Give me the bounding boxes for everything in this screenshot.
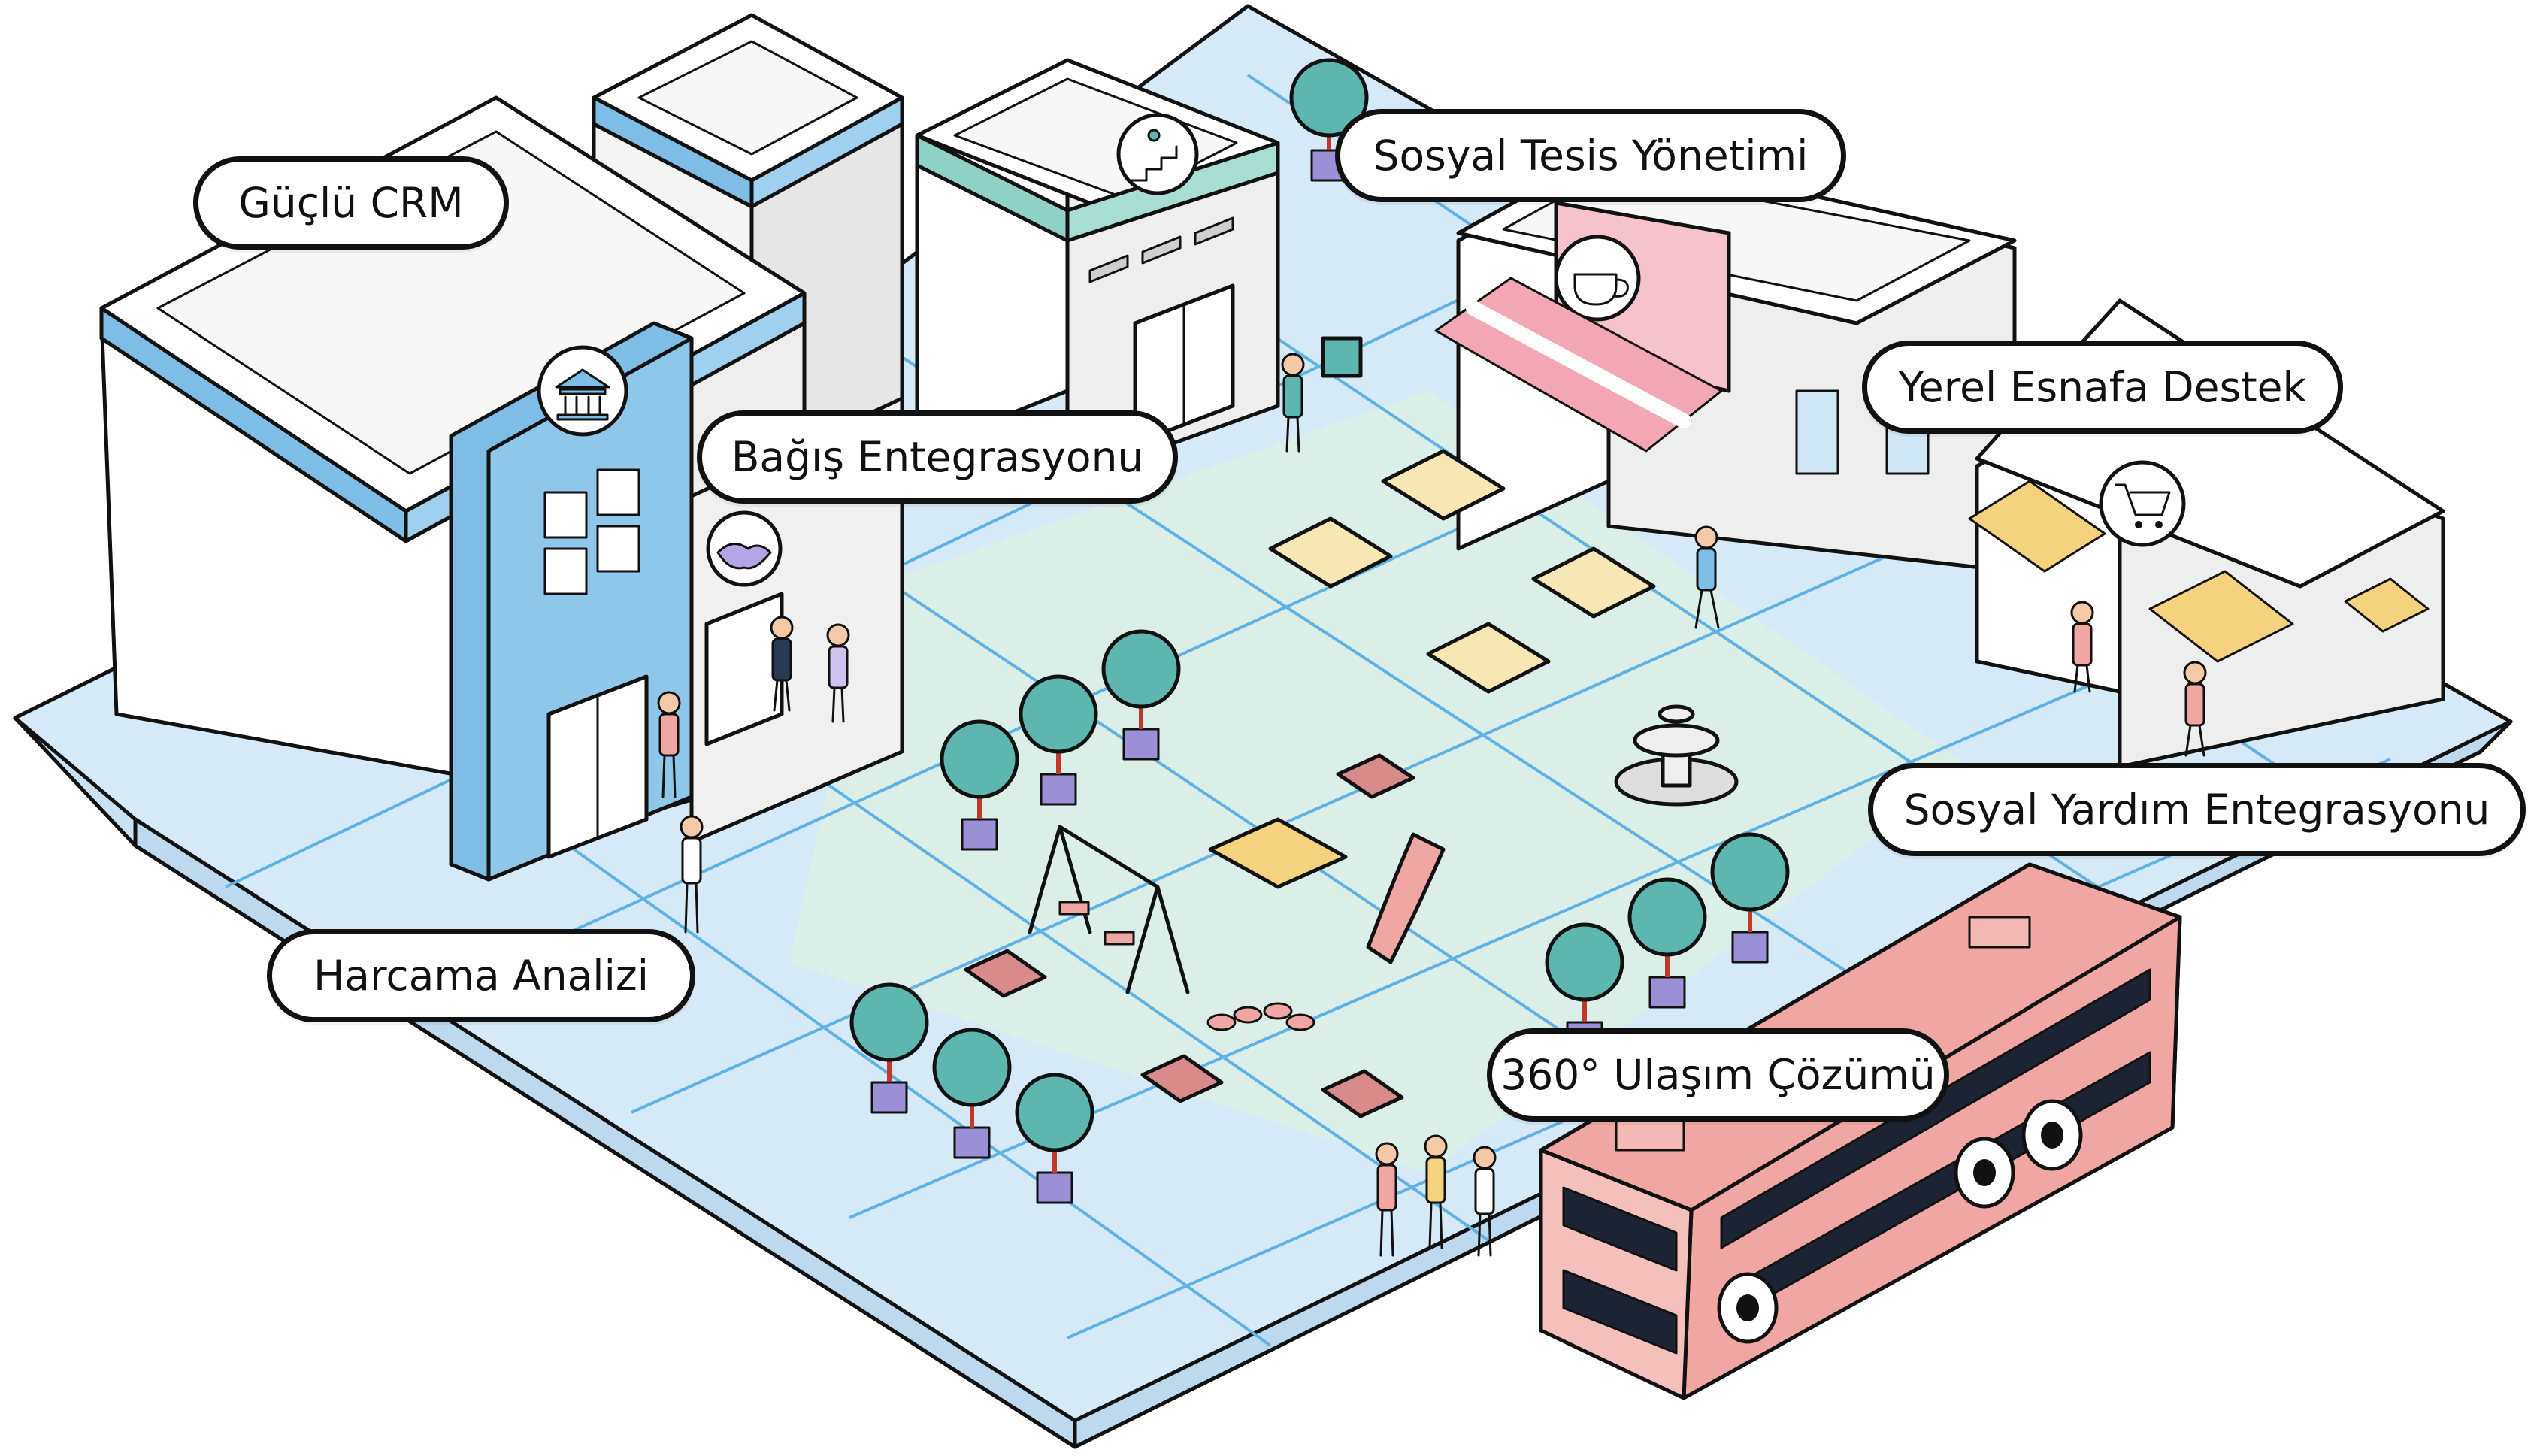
playground	[1028, 817, 1446, 1031]
callout-donation-integration[interactable]: Bağış Entegrasyonu	[697, 410, 1178, 504]
tree	[1710, 832, 1790, 964]
person	[1694, 525, 1720, 629]
tree	[849, 982, 929, 1114]
callout-spending-analysis[interactable]: Harcama Analizi	[267, 929, 695, 1022]
shopping-cart-icon	[2099, 460, 2186, 547]
person	[1424, 1134, 1448, 1249]
tree	[932, 1028, 1012, 1159]
person	[2183, 661, 2207, 757]
person	[680, 815, 704, 934]
person	[1473, 1146, 1497, 1257]
callout-local-business-support[interactable]: Yerel Esnafa Destek	[1862, 341, 2343, 434]
person	[1281, 353, 1305, 453]
person	[1375, 1142, 1399, 1257]
sports-facility-building	[915, 58, 1363, 483]
benches	[964, 753, 1415, 1118]
person	[826, 623, 850, 723]
fountain	[1614, 704, 1739, 807]
people	[657, 353, 2207, 1257]
person	[2070, 601, 2094, 693]
callout-transport-solution[interactable]: 360° Ulaşım Çözümü	[1487, 1028, 1949, 1122]
cafe-tables	[1268, 449, 1656, 694]
stairs-climber-icon	[1116, 113, 1199, 195]
callout-crm[interactable]: Güçlü CRM	[193, 156, 509, 250]
person	[770, 616, 794, 712]
tree	[1627, 877, 1707, 1009]
tree	[1101, 629, 1181, 761]
tree	[1019, 674, 1098, 806]
tree	[1015, 1073, 1094, 1204]
callout-facility-management[interactable]: Sosyal Tesis Yönetimi	[1335, 109, 1846, 202]
tree	[940, 719, 1019, 851]
person	[657, 691, 681, 798]
tree-group	[849, 58, 1790, 1204]
cafe-building	[1434, 148, 2017, 574]
municipality-building	[99, 95, 904, 882]
callout-social-aid-integration[interactable]: Sosyal Yardım Entegrasyonu	[1868, 763, 2526, 856]
